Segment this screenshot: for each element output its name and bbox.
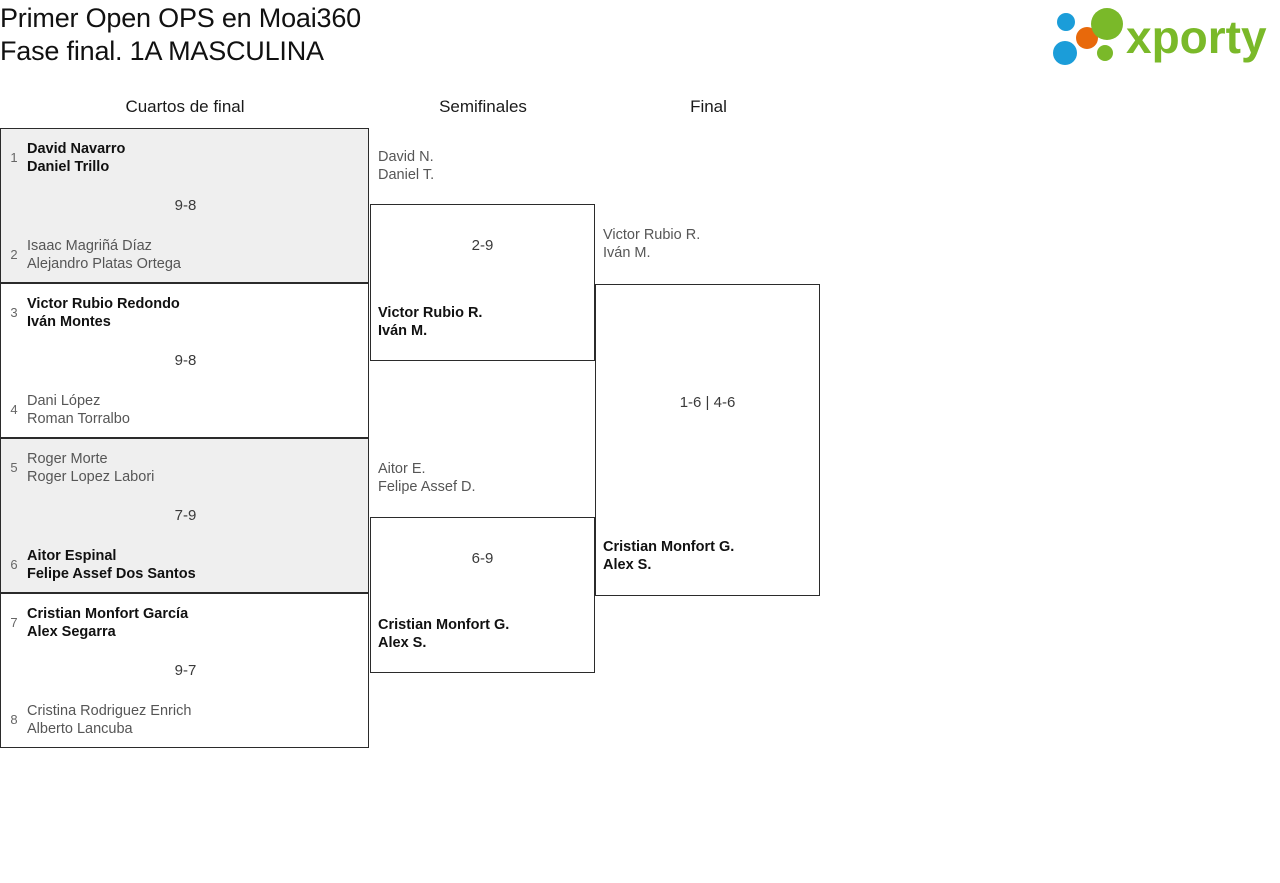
logo-dot-green-large bbox=[1091, 8, 1123, 40]
xporty-logo: xporty bbox=[1048, 6, 1276, 68]
team-name: Isaac Magriñá Díaz Alejandro Platas Orte… bbox=[27, 237, 181, 273]
semifinal-match-2[interactable]: 6-9 bbox=[370, 517, 595, 673]
player-2: Daniel T. bbox=[378, 167, 435, 183]
team-name: Victor Rubio Redondo Iván Montes bbox=[27, 295, 180, 331]
match-slot-bottom[interactable]: 4 Dani López Roman Torralbo bbox=[1, 389, 370, 431]
player-1: Aitor E. bbox=[378, 461, 426, 477]
player-1: David N. bbox=[378, 149, 434, 165]
match-score: 7-9 bbox=[174, 507, 197, 524]
logo-wordmark: xporty bbox=[1126, 11, 1267, 63]
match-score: 2-9 bbox=[471, 237, 494, 254]
player-1: Victor Rubio Redondo bbox=[27, 296, 180, 312]
match-slot-top[interactable]: 7 Cristian Monfort García Alex Segarra bbox=[1, 602, 370, 644]
player-2: Roman Torralbo bbox=[27, 411, 130, 427]
player-1: Aitor Espinal bbox=[27, 548, 117, 564]
seed-number: 4 bbox=[10, 402, 18, 417]
match-score: 9-8 bbox=[174, 197, 197, 214]
player-1: Cristian Monfort G. bbox=[603, 539, 735, 555]
final-team-top: Victor Rubio R. Iván M. bbox=[603, 226, 818, 262]
match-slot-top[interactable]: 3 Victor Rubio Redondo Iván Montes bbox=[1, 292, 370, 334]
player-2: Roger Lopez Labori bbox=[27, 469, 155, 485]
team-name: Roger Morte Roger Lopez Labori bbox=[27, 450, 154, 486]
match-slot-bottom[interactable]: 8 Cristina Rodriguez Enrich Alberto Lanc… bbox=[1, 699, 370, 741]
player-1: Isaac Magriñá Díaz bbox=[27, 238, 152, 254]
player-1: Victor Rubio R. bbox=[378, 305, 483, 321]
title-line-1: Primer Open OPS en Moai360 bbox=[0, 3, 361, 33]
player-2: Iván M. bbox=[603, 245, 651, 261]
match-slot-bottom[interactable]: 2 Isaac Magriñá Díaz Alejandro Platas Or… bbox=[1, 234, 370, 276]
semifinal-1-team-top: David N. Daniel T. bbox=[378, 148, 593, 184]
player-2: Iván Montes bbox=[27, 314, 111, 330]
match-slot-top[interactable]: 5 Roger Morte Roger Lopez Labori bbox=[1, 447, 370, 489]
player-2: Alex Segarra bbox=[27, 624, 116, 640]
semifinal-1-team-bottom: Victor Rubio R. Iván M. bbox=[378, 304, 593, 340]
team-name: Cristian Monfort García Alex Segarra bbox=[27, 605, 188, 641]
final-match[interactable]: 1-6 | 4-6 bbox=[595, 284, 820, 596]
team-name: David Navarro Daniel Trillo bbox=[27, 140, 125, 176]
logo-dot-blue-small bbox=[1057, 13, 1075, 31]
page-title: Primer Open OPS en Moai360 Fase final. 1… bbox=[0, 2, 800, 68]
seed-number: 2 bbox=[10, 247, 18, 262]
match-score: 9-8 bbox=[174, 352, 197, 369]
semifinal-2-team-bottom: Cristian Monfort G. Alex S. bbox=[378, 616, 593, 652]
match-slot-top[interactable]: 1 David Navarro Daniel Trillo bbox=[1, 137, 370, 179]
seed-number: 3 bbox=[10, 305, 18, 320]
player-2: Iván M. bbox=[378, 323, 428, 339]
seed-number: 1 bbox=[10, 150, 18, 165]
player-1: David Navarro bbox=[27, 141, 126, 157]
player-2: Alejandro Platas Ortega bbox=[27, 256, 181, 272]
column-heading-semifinals: Semifinales bbox=[439, 97, 527, 116]
player-2: Daniel Trillo bbox=[27, 159, 110, 175]
column-heading-final: Final bbox=[690, 97, 727, 116]
player-2: Alex S. bbox=[603, 557, 652, 573]
player-1: Cristina Rodriguez Enrich bbox=[27, 703, 192, 719]
logo-dot-blue-large bbox=[1053, 41, 1077, 65]
match-score: 9-7 bbox=[174, 662, 197, 679]
quarterfinal-match-3[interactable]: 5 Roger Morte Roger Lopez Labori 7-9 6 A… bbox=[0, 438, 369, 593]
seed-number: 5 bbox=[10, 460, 18, 475]
quarterfinal-match-4[interactable]: 7 Cristian Monfort García Alex Segarra 9… bbox=[0, 593, 369, 748]
logo-dot-green-small bbox=[1097, 45, 1113, 61]
team-name: Aitor Espinal Felipe Assef Dos Santos bbox=[27, 547, 196, 583]
player-2: Felipe Assef D. bbox=[378, 479, 476, 495]
seed-number: 6 bbox=[10, 557, 18, 572]
tournament-bracket: 1 David Navarro Daniel Trillo 9-8 2 Isaa… bbox=[0, 128, 880, 768]
match-score: 1-6 | 4-6 bbox=[679, 394, 736, 411]
match-score: 6-9 bbox=[471, 550, 494, 567]
player-2: Alex S. bbox=[378, 635, 427, 651]
player-1: Cristian Monfort García bbox=[27, 606, 189, 622]
player-1: Cristian Monfort G. bbox=[378, 617, 510, 633]
column-heading-quarterfinals: Cuartos de final bbox=[125, 97, 245, 116]
player-1: Victor Rubio R. bbox=[603, 227, 701, 243]
player-2: Alberto Lancuba bbox=[27, 721, 133, 737]
team-name: Dani López Roman Torralbo bbox=[27, 392, 130, 428]
quarterfinal-match-2[interactable]: 3 Victor Rubio Redondo Iván Montes 9-8 4… bbox=[0, 283, 369, 438]
logo-dot-orange bbox=[1076, 27, 1098, 49]
seed-number: 7 bbox=[10, 615, 18, 630]
match-slot-bottom[interactable]: 6 Aitor Espinal Felipe Assef Dos Santos bbox=[1, 544, 370, 586]
team-name: Cristina Rodriguez Enrich Alberto Lancub… bbox=[27, 702, 191, 738]
final-team-bottom: Cristian Monfort G. Alex S. bbox=[603, 538, 818, 574]
quarterfinal-match-1[interactable]: 1 David Navarro Daniel Trillo 9-8 2 Isaa… bbox=[0, 128, 369, 283]
title-line-2: Fase final. 1A MASCULINA bbox=[0, 36, 324, 66]
player-2: Felipe Assef Dos Santos bbox=[27, 566, 196, 582]
player-1: Dani López bbox=[27, 393, 101, 409]
seed-number: 8 bbox=[10, 712, 18, 727]
semifinal-match-1[interactable]: 2-9 bbox=[370, 204, 595, 361]
semifinal-2-team-top: Aitor E. Felipe Assef D. bbox=[378, 460, 593, 496]
page-header: Primer Open OPS en Moai360 Fase final. 1… bbox=[0, 0, 1280, 88]
xporty-logo-svg: xporty bbox=[1053, 8, 1267, 65]
player-1: Roger Morte bbox=[27, 451, 108, 467]
